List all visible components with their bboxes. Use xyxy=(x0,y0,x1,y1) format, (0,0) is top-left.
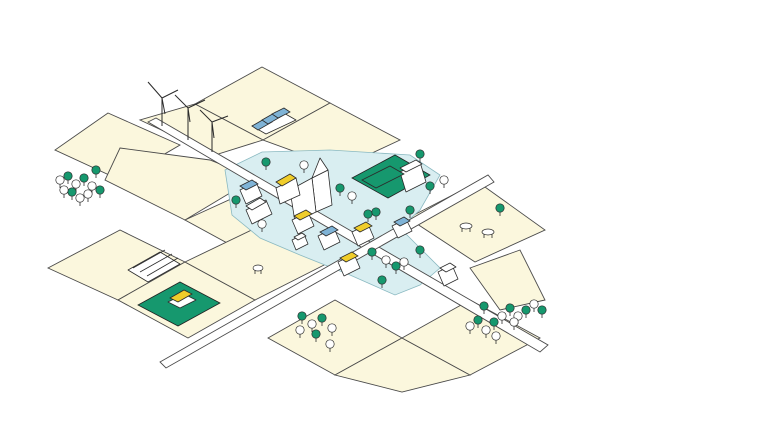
trees xyxy=(55,149,547,352)
house-icon xyxy=(317,225,341,251)
tree-icon xyxy=(347,191,357,204)
cow-icon xyxy=(459,222,473,232)
tree-icon xyxy=(521,305,531,318)
tree-icon xyxy=(297,311,307,324)
field-west-b xyxy=(104,147,257,221)
wind-turbines xyxy=(147,81,229,152)
tree-icon xyxy=(473,315,483,328)
wind-turbine-icon xyxy=(174,94,206,140)
house-icon xyxy=(391,216,413,239)
tree-icon xyxy=(71,179,81,192)
village-houses xyxy=(239,159,459,287)
tree-icon xyxy=(261,157,271,170)
tree-icon xyxy=(537,305,547,318)
tree-icon xyxy=(87,181,97,194)
tree-icon xyxy=(377,275,387,288)
tree-icon xyxy=(405,205,415,218)
house-icon xyxy=(239,179,263,205)
house-icon xyxy=(291,209,315,235)
tree-icon xyxy=(529,299,539,312)
tree-icon xyxy=(509,317,519,330)
house-icon xyxy=(245,197,273,225)
tree-icon xyxy=(91,165,101,178)
cow-icon xyxy=(252,264,264,274)
tree-icon xyxy=(371,207,381,220)
field-east-b xyxy=(469,249,546,311)
tree-icon xyxy=(325,339,335,352)
tree-icon xyxy=(67,187,77,200)
tree-icon xyxy=(381,255,391,268)
tree-icon xyxy=(495,203,505,216)
tree-icon xyxy=(415,149,425,162)
tree-icon xyxy=(465,321,475,334)
tree-icon xyxy=(439,175,449,188)
wind-turbine-icon xyxy=(199,109,229,152)
tree-icon xyxy=(491,331,501,344)
tree-icon xyxy=(335,183,345,196)
tree-icon xyxy=(311,329,321,342)
tree-icon xyxy=(497,311,507,324)
tree-icon xyxy=(479,301,489,314)
tree-icon xyxy=(75,193,85,206)
tree-icon xyxy=(307,319,317,332)
tree-icon xyxy=(95,185,105,198)
house-icon xyxy=(167,289,197,309)
tree-icon xyxy=(59,185,69,198)
tree-icon xyxy=(63,171,73,184)
tree-icon xyxy=(415,245,425,258)
cows xyxy=(252,222,495,274)
tree-icon xyxy=(257,219,267,232)
greenhouse-icon xyxy=(127,249,181,283)
house-icon xyxy=(399,159,427,193)
house-icon xyxy=(275,173,301,205)
tree-icon xyxy=(299,160,309,173)
tree-icon xyxy=(367,247,377,260)
tree-icon xyxy=(489,317,499,330)
wind-turbine-icon xyxy=(147,81,179,126)
house-icon xyxy=(351,221,375,247)
field-south-c xyxy=(401,299,541,376)
tree-icon xyxy=(481,325,491,338)
greenhouse-icon xyxy=(361,165,405,189)
tree-icon xyxy=(399,257,409,270)
tree-icon xyxy=(391,261,401,274)
house-icon xyxy=(437,262,459,287)
tree-icon xyxy=(327,323,337,336)
road-network xyxy=(147,117,549,369)
tree-icon xyxy=(55,175,65,188)
tree-icon xyxy=(317,313,327,326)
solar-shed-icon xyxy=(251,107,297,135)
tree-icon xyxy=(425,181,435,194)
house-icon xyxy=(291,232,309,251)
tree-icon xyxy=(505,303,515,316)
tree-icon xyxy=(295,325,305,338)
cow-icon xyxy=(481,228,495,238)
road-northwest-southeast xyxy=(147,117,549,353)
road-northeast-southwest xyxy=(159,174,495,369)
tree-icon xyxy=(79,173,89,186)
house-icon xyxy=(337,251,361,277)
tree-icon xyxy=(231,195,241,208)
tree-icon xyxy=(83,189,93,202)
